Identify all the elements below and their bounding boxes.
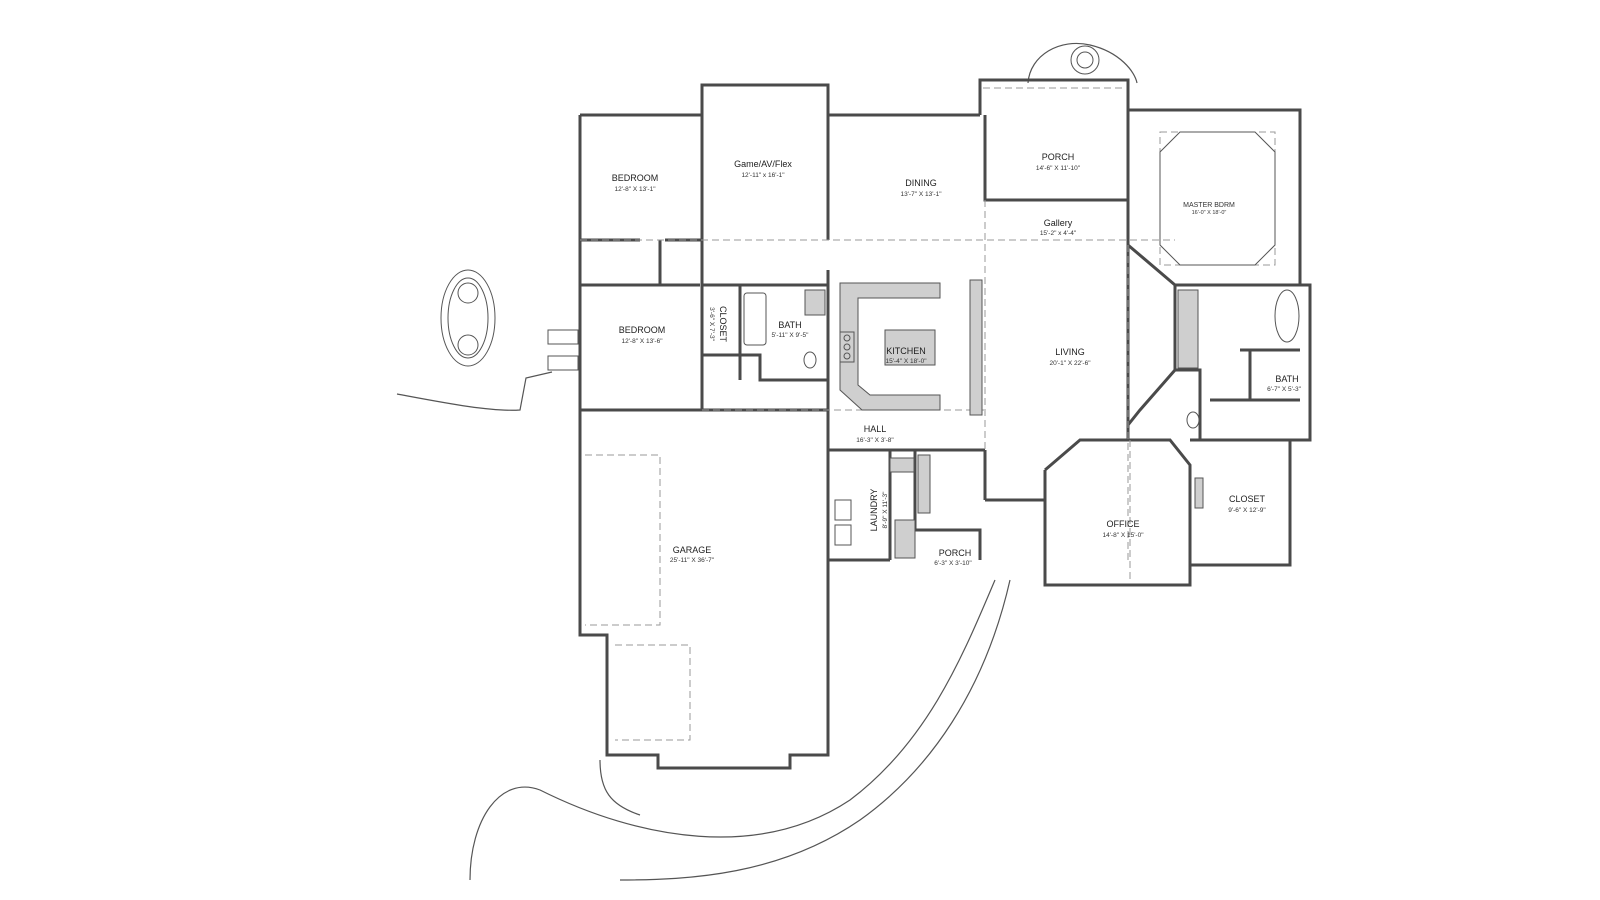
outdoor-table-icon: [440, 269, 496, 367]
bedroom-1-name: BEDROOM: [612, 173, 659, 183]
bedroom-1-size: 12'-8" X 13'-1": [614, 186, 656, 193]
bathtub-icon: [743, 292, 767, 346]
toilet-icon: [803, 351, 817, 369]
master-tub-icon: [1274, 289, 1300, 343]
laundry-name: LAUNDRY: [869, 489, 879, 532]
dining-size: 13'-7" X 13'-1": [900, 191, 942, 198]
closet-master-name: CLOSET: [1229, 494, 1266, 504]
closet-master-size: 9'-6" X 12'-9": [1228, 507, 1266, 514]
game-room-name: Game/AV/Flex: [734, 159, 792, 169]
bath-2-size: 6'-7" X 5'-3": [1267, 386, 1302, 393]
game-room-size: 12'-11" x 16'-1": [741, 172, 785, 179]
porch-small-size: 6'-3" X 3'-10": [934, 560, 972, 567]
gallery-size: 15'-2" x 4'-4": [1040, 230, 1077, 237]
room-labels: BEDROOM 12'-8" X 13'-1" Game/AV/Flex 12'…: [612, 152, 1302, 567]
master-size: 16'-0" X 18'-0": [1192, 210, 1227, 216]
bath-1-size: 5'-11" X 9'-5": [772, 332, 810, 339]
garage-name: GARAGE: [673, 545, 712, 555]
garage-size: 25'-11" X 36'-7": [670, 557, 715, 564]
porch-small-name: PORCH: [939, 548, 972, 558]
hall-name: HALL: [864, 424, 887, 434]
hall-size: 16'-3" X 3'-8": [856, 437, 894, 444]
living-name: LIVING: [1055, 347, 1085, 357]
bath-2-name: BATH: [1275, 374, 1298, 384]
living-size: 20'-1" X 22'-6": [1049, 360, 1091, 367]
kitchen-name: KITCHEN: [886, 346, 926, 356]
dryer-icon: [834, 524, 852, 546]
bedroom-2-size: 12'-8" X 13'-6": [621, 338, 663, 345]
kitchen-size: 15'-4" X 18'-0": [885, 358, 927, 365]
kitchen-island: [884, 329, 936, 366]
fire-pit-icon: [1070, 45, 1100, 75]
master-ceiling-octagon: [1159, 131, 1276, 266]
closet-small-size: 3'-6" X 7'-3": [708, 307, 715, 342]
gallery-name: Gallery: [1044, 218, 1073, 228]
office-name: OFFICE: [1107, 519, 1140, 529]
kitchen-counter: [839, 282, 941, 411]
stove-icon: [839, 331, 855, 363]
bath-1-name: BATH: [778, 320, 801, 330]
fixtures: [743, 131, 1300, 559]
bedroom-2-name: BEDROOM: [619, 325, 666, 335]
porch-top-size: 14'-6" X 11'-10": [1036, 165, 1081, 172]
closet-small-name: CLOSET: [718, 306, 728, 343]
master-toilet-icon: [1186, 411, 1200, 429]
washer-icon: [834, 499, 852, 521]
master-name: MASTER BDRM: [1183, 202, 1235, 209]
porch-top-name: PORCH: [1042, 152, 1075, 162]
laundry-size: 8'-9" X 11'-3": [882, 491, 889, 529]
dining-name: DINING: [905, 178, 937, 188]
walls: [578, 78, 1312, 770]
office-size: 14'-8" X 15'-0": [1102, 532, 1144, 539]
site-elements: [396, 42, 1138, 881]
